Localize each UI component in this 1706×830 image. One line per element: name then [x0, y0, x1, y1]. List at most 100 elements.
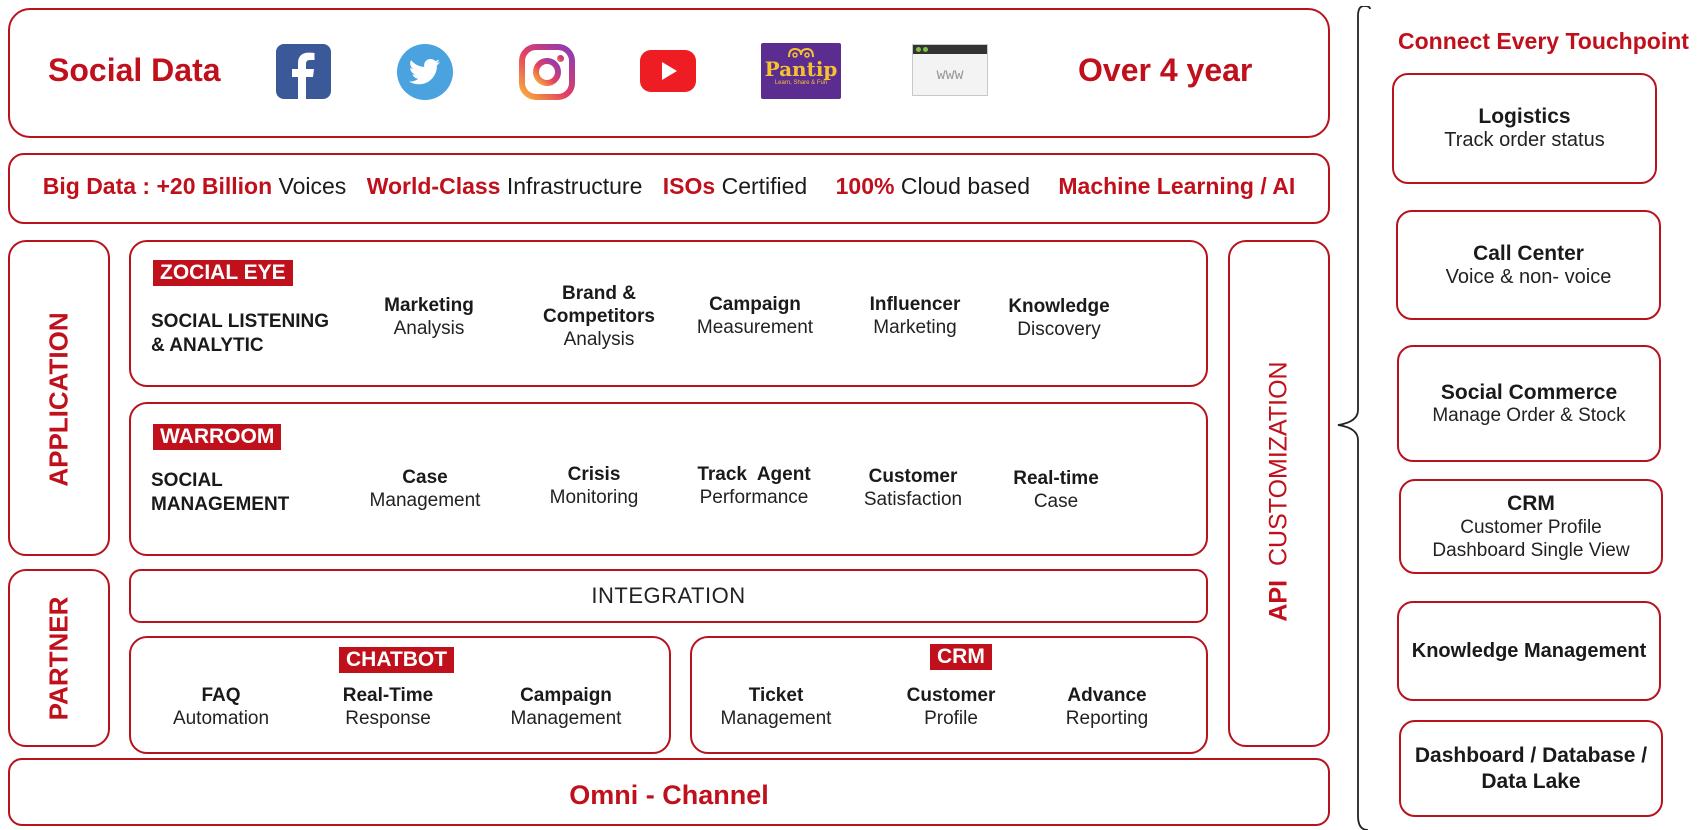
item-title: Customer [868, 466, 958, 487]
application-label: APPLICATION [43, 312, 74, 487]
fact-text: Certified [721, 173, 808, 199]
fact-bold: 100% [835, 173, 895, 199]
touchpoint-social-commerce: Social Commerce Manage Order & Stock [1397, 345, 1661, 462]
item-sub: Profile [924, 708, 978, 729]
item-sub: Response [345, 708, 431, 729]
item-title: Case [402, 467, 448, 488]
big-data-banner: Big Data : +20 Billion Voices World-Clas… [8, 153, 1330, 224]
item-sub: Analysis [393, 318, 465, 339]
omni-channel-label: Omni - Channel [569, 780, 769, 810]
item-title: Advance [1067, 685, 1147, 706]
fact-text: Infrastructure [506, 173, 643, 199]
facebook-icon [276, 44, 331, 99]
item-title: FAQ [201, 685, 241, 706]
chatbot-tag: CHATBOT [339, 647, 455, 673]
item-title: Ticket [748, 685, 804, 706]
big-data-facts: Big Data : +20 Billion Voices World-Clas… [10, 173, 1328, 200]
instagram-icon [519, 44, 575, 100]
social-listening-label: SOCIAL LISTENING& ANALYTIC [151, 311, 330, 356]
pantip-logo: Pantip Learn, Share & Fun [761, 43, 841, 99]
item-sub: Management [510, 708, 622, 729]
item-sub: Management [720, 708, 832, 729]
api-label: API [1264, 579, 1293, 622]
item-sub: Reporting [1065, 708, 1149, 729]
fact-bold: Big Data : +20 Billion [42, 173, 273, 199]
item-title: Campaign [709, 294, 801, 315]
api-customization-panel [1228, 240, 1330, 747]
zocial-eye-panel: ZOCIAL EYE SOCIAL LISTENING& ANALYTIC Ma… [129, 240, 1208, 387]
item-sub: Monitoring [549, 487, 639, 508]
item-sub: Marketing [873, 317, 957, 338]
touchpoint-title: Connect Every Touchpoint [1398, 28, 1689, 54]
touchpoint-desc: Track order status [1444, 129, 1605, 151]
item-title: Real-time [1013, 468, 1099, 489]
item-sub: Performance [699, 487, 809, 508]
social-data-panel [8, 8, 1330, 138]
item-sub: Discovery [1017, 319, 1101, 340]
fact-bold: Machine Learning / AI [1058, 173, 1296, 199]
fact-text: Voices [278, 173, 347, 199]
item-sub: Analysis [563, 329, 635, 350]
data-period-label: Over 4 year [1078, 52, 1253, 88]
item-sub: Automation [172, 708, 270, 729]
item-title: Crisis [567, 464, 621, 485]
partner-panel [8, 569, 110, 747]
item-title: Brand &Competitors [543, 283, 655, 327]
youtube-icon [640, 50, 696, 92]
item-title: Influencer [869, 294, 961, 315]
touchpoint-desc: Manage Order & Stock [1432, 404, 1626, 426]
item-title: Real-Time [342, 685, 434, 706]
integration-bar: INTEGRATION [129, 569, 1208, 623]
touchpoint-name: Call Center [1473, 241, 1584, 265]
touchpoint-knowledge-management: Knowledge Management [1397, 601, 1661, 701]
customization-label: CUSTOMIZATION [1264, 361, 1293, 567]
touchpoint-name: Dashboard / Database /Data Lake [1414, 743, 1648, 793]
zocial-eye-tag: ZOCIAL EYE [153, 260, 293, 286]
zocial-eye-lead: SOCIAL LISTENING& ANALYTIC [151, 310, 329, 358]
social-data-title: Social Data [48, 52, 221, 88]
item-sub: Case [1033, 491, 1079, 512]
touchpoint-name: CRM [1507, 491, 1555, 515]
touchpoint-name: Social Commerce [1440, 380, 1618, 404]
fact-bold: World-Class [366, 173, 501, 199]
item-title: Knowledge [1008, 296, 1110, 317]
item-title: Marketing [384, 295, 474, 316]
touchpoint-name: Knowledge Management [1411, 639, 1647, 662]
item-sub: Management [369, 490, 481, 511]
item-sub: Measurement [696, 317, 814, 338]
touchpoint-desc: Voice & non- voice [1445, 265, 1612, 288]
twitter-icon [397, 44, 453, 100]
touchpoint-call-center: Call Center Voice & non- voice [1396, 210, 1661, 320]
api-customization-label: API CUSTOMIZATION [1265, 342, 1294, 642]
item-title: Track Agent [697, 464, 811, 485]
item-sub: Satisfaction [863, 489, 963, 510]
website-icon: www [912, 44, 988, 96]
warroom-tag: WARROOM [153, 424, 282, 450]
touchpoint-dashboard: Dashboard / Database /Data Lake [1399, 720, 1663, 817]
application-panel [8, 240, 110, 556]
touchpoint-logistics: Logistics Track order status [1392, 73, 1657, 184]
item-title: Customer [906, 685, 996, 706]
